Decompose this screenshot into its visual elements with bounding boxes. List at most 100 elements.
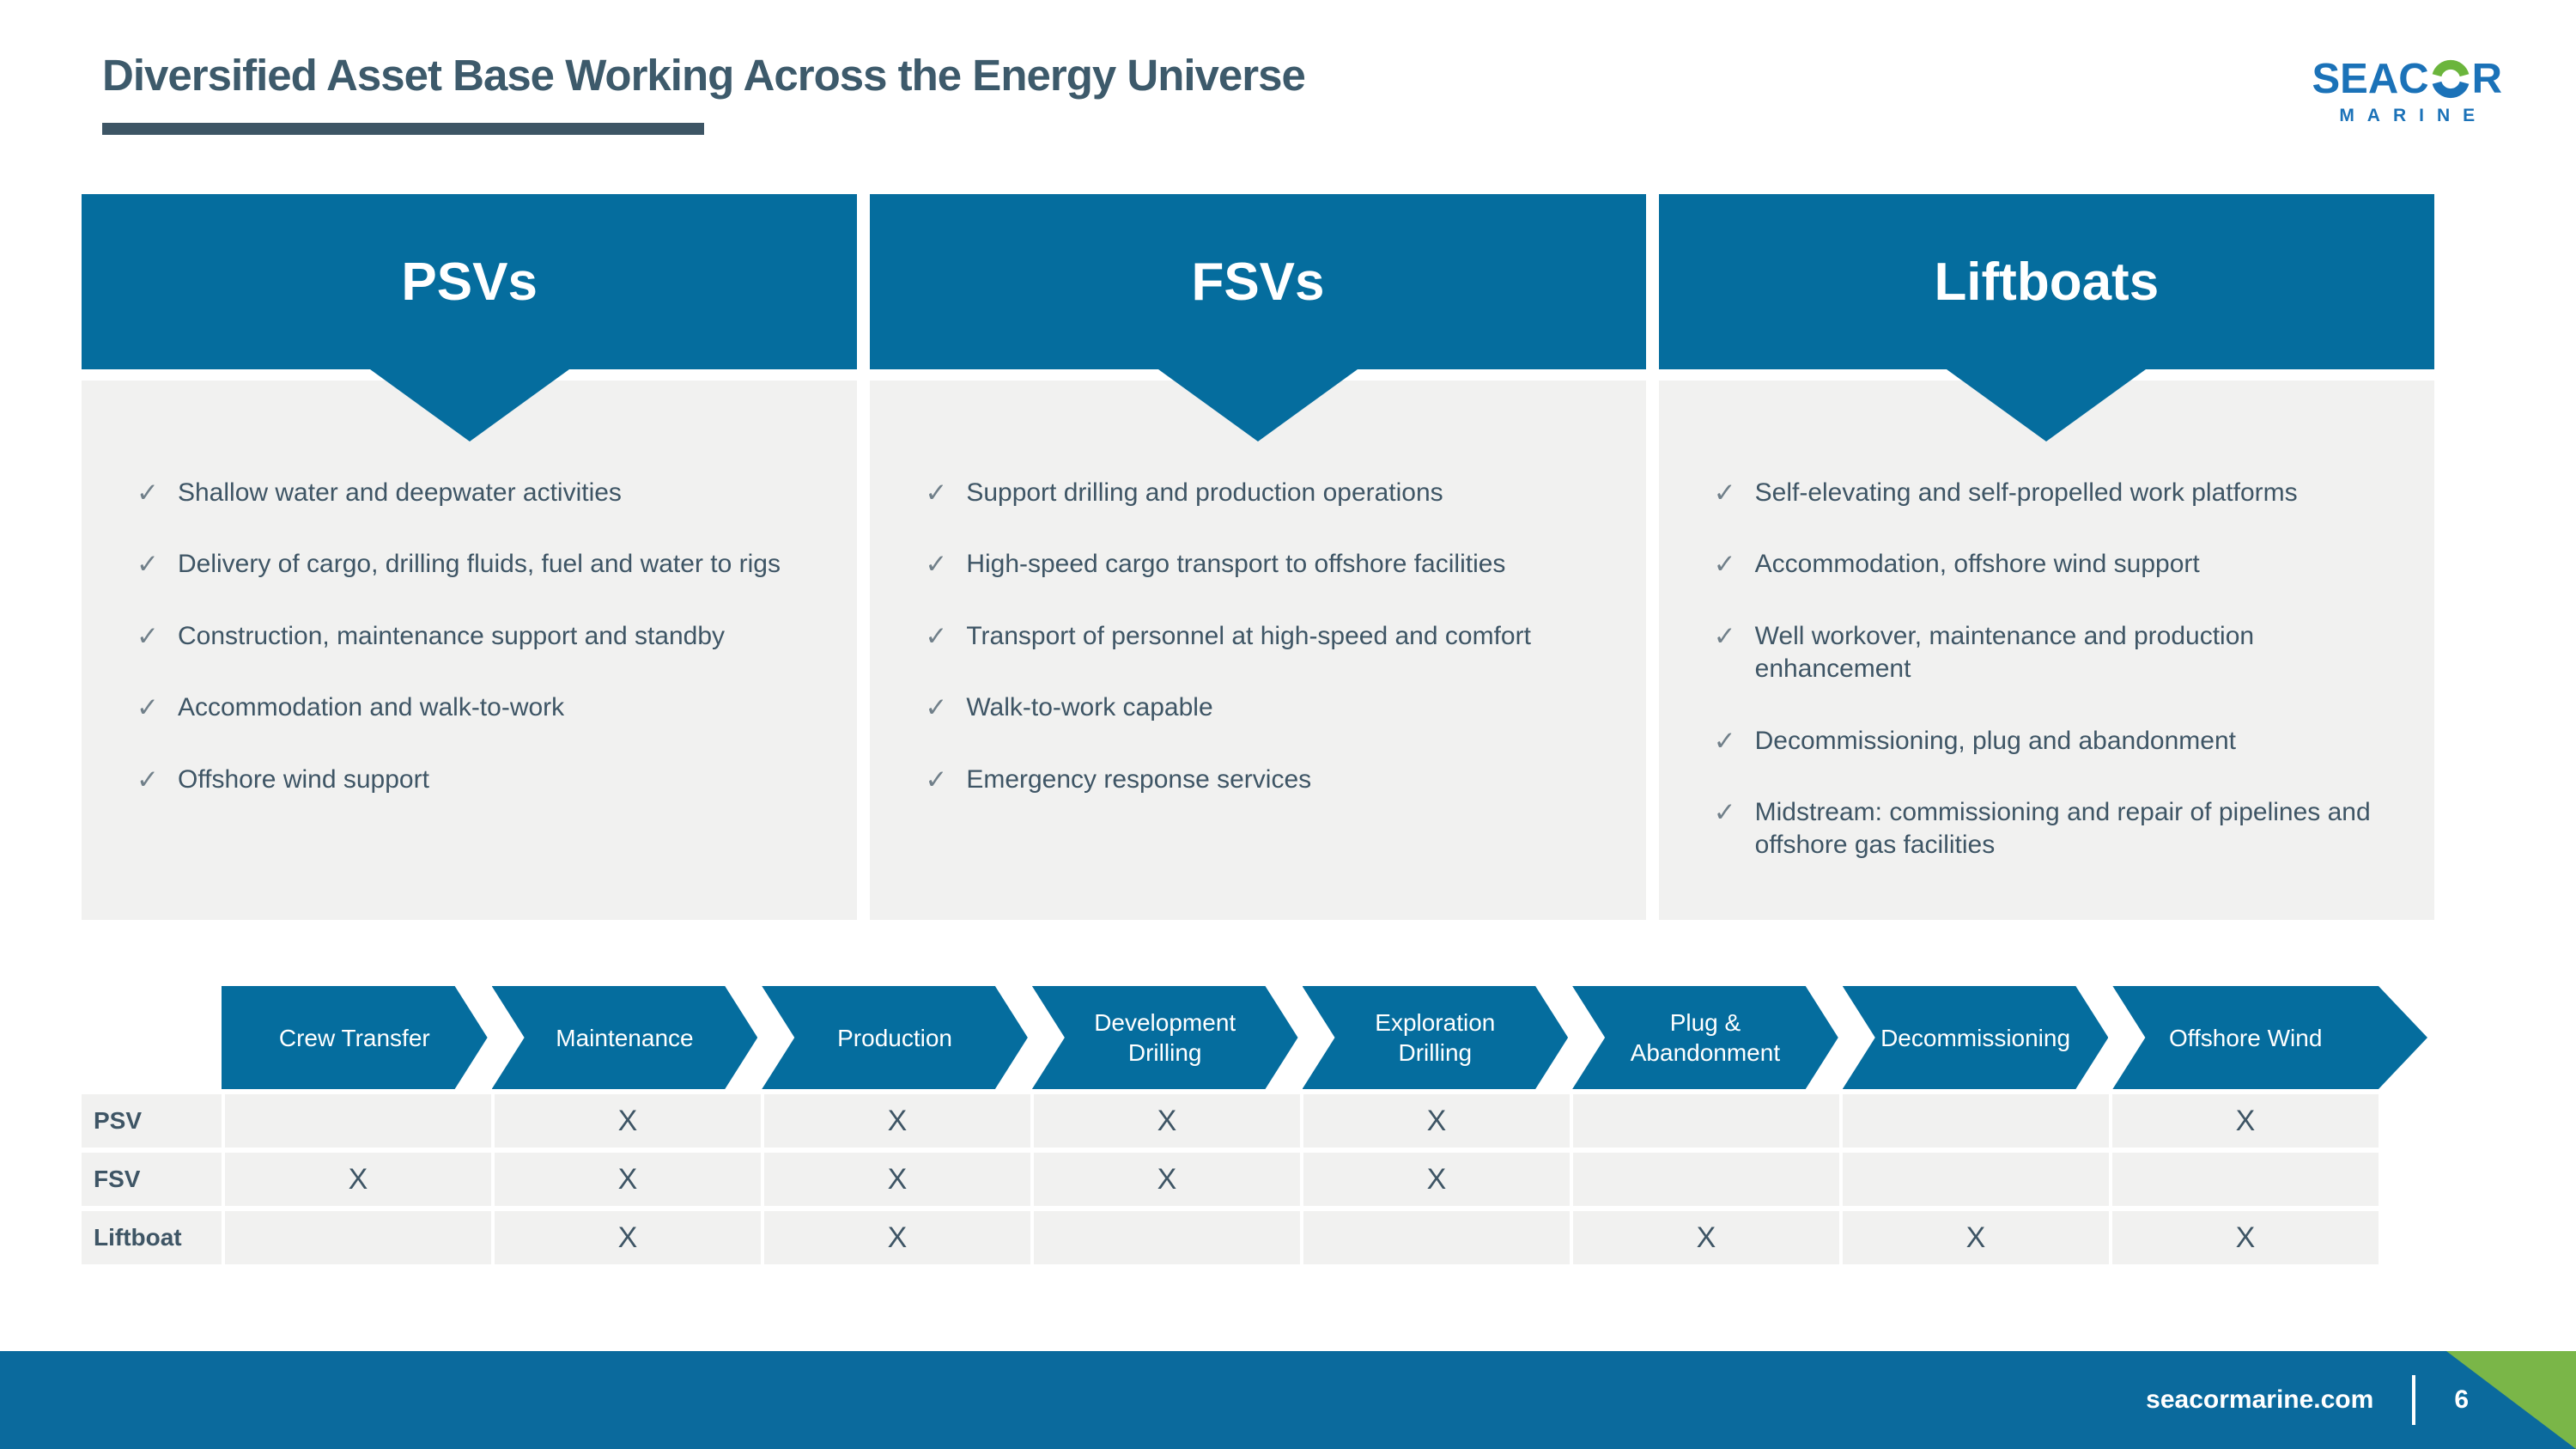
logo-text-left: SEAC (2312, 56, 2429, 102)
footer-divider (2412, 1375, 2416, 1425)
bullet-item: ✓ Transport of personnel at high-speed an… (925, 620, 1609, 653)
matrix-cell: X (491, 1211, 761, 1264)
panel-psvs: PSVs ✓ Shallow water and deepwater activi… (82, 194, 858, 920)
panel-header-liftboats: Liftboats (1658, 194, 2434, 369)
matrix-cell (1300, 1211, 1570, 1264)
matrix-cell (1839, 1153, 2109, 1206)
chevron-exploration-drilling: Exploration Drilling (1303, 986, 1569, 1089)
bullet-item: ✓Walk-to-work capable (925, 691, 1609, 724)
matrix-cell (2109, 1153, 2379, 1206)
bullet-text: Transport of personnel at high-speed and… (966, 621, 1531, 650)
matrix-cell (1570, 1094, 1839, 1148)
logo-text-right: R (2471, 56, 2502, 102)
bullet-text: Shallow water and deepwater activities (177, 478, 622, 507)
chevron-offshore-wind: Offshore Wind (2112, 986, 2379, 1089)
bullet-item: ✓ High-speed cargo transport to offshore … (925, 548, 1609, 581)
panel-header-psvs: PSVs (82, 194, 858, 369)
check-icon: ✓ (925, 620, 948, 651)
matrix-cell (1839, 1094, 2109, 1148)
bullet-item: ✓Well workover, maintenance and producti… (1714, 620, 2398, 686)
check-icon: ✓ (925, 549, 948, 580)
matrix-cell: X (1570, 1211, 1839, 1264)
chevron-development-drilling: Development Drilling (1032, 986, 1298, 1089)
bullet-item: ✓ Construction, maintenance support and s… (137, 620, 821, 653)
page-number: 6 (2454, 1385, 2469, 1414)
matrix-cell (1030, 1211, 1300, 1264)
pointer-down-icon (1157, 369, 1358, 441)
panel-liftboats: Liftboats ✓ Self-elevating and self-prope… (1658, 194, 2434, 920)
chevron-plug-abandonment: Plug & Abandonment (1572, 986, 1838, 1089)
bullet-item: ✓Midstream: commissioning and repair of … (1714, 796, 2398, 862)
bullet-item: ✓ Accommodation, offshore wind support (1714, 548, 2398, 581)
check-icon: ✓ (925, 764, 948, 795)
row-label: FSV (82, 1153, 222, 1206)
panel-body-liftboats: ✓ Self-elevating and self-propelled work … (1658, 381, 2434, 920)
chevron-maintenance: Maintenance (492, 986, 758, 1089)
matrix-cell: X (2109, 1094, 2379, 1148)
check-icon: ✓ (1713, 549, 1736, 580)
bullet-text: Decommissioning, plug and abandonment (1754, 726, 2236, 755)
check-icon: ✓ (137, 549, 159, 580)
bullet-text: Emergency response services (966, 764, 1312, 794)
bullet-text: Support drilling and production operatio… (966, 478, 1443, 507)
matrix-cell (222, 1094, 491, 1148)
bullet-list: ✓ Support drilling and production operati… (925, 477, 1609, 796)
matrix-cell: X (1030, 1094, 1300, 1148)
check-icon: ✓ (137, 620, 159, 651)
bullet-item: ✓ Self-elevating and self-propelled work … (1714, 477, 2398, 509)
matrix-cell: X (491, 1094, 761, 1148)
check-icon: ✓ (925, 692, 948, 723)
bullet-list: ✓ Self-elevating and self-propelled work … (1714, 477, 2398, 862)
bullet-item: ✓Delivery of cargo, drilling fluids, fue… (137, 548, 821, 581)
bullet-text: High-speed cargo transport to offshore f… (966, 550, 1506, 579)
bullet-item: ✓ Offshore wind support (137, 764, 821, 796)
matrix-cell: X (1030, 1153, 1300, 1206)
matrix-cell (1570, 1153, 1839, 1206)
matrix-cell: X (491, 1153, 761, 1206)
matrix-cell: X (1300, 1153, 1570, 1206)
matrix-cell: X (761, 1211, 1030, 1264)
chevron-crew-transfer: Crew Transfer (222, 986, 488, 1089)
check-icon: ✓ (137, 478, 159, 508)
matrix-cell: X (1300, 1094, 1570, 1148)
panel-body-psvs: ✓ Shallow water and deepwater activities ✓… (82, 381, 858, 920)
check-icon: ✓ (137, 692, 159, 723)
matrix-cell: X (1839, 1211, 2109, 1264)
bullet-text: Accommodation, offshore wind support (1754, 550, 2200, 579)
matrix-cell: X (761, 1094, 1030, 1148)
panel-body-fsvs: ✓ Support drilling and production operati… (870, 381, 1646, 920)
chevron-production: Production (762, 986, 1028, 1089)
matrix-cell: X (222, 1153, 491, 1206)
matrix-cell: X (2109, 1211, 2379, 1264)
bullet-item: ✓Decommissioning, plug and abandonment (1714, 725, 2398, 758)
bullet-text: Accommodation and walk-to-work (177, 693, 565, 722)
check-icon: ✓ (137, 764, 159, 795)
footer-website: seacormarine.com (2146, 1385, 2374, 1414)
title-underline (102, 123, 704, 135)
arrow-tip-icon (2379, 986, 2427, 1089)
row-label: PSV (82, 1094, 222, 1148)
logo-subtext: MARINE (2339, 106, 2488, 125)
bullet-text: Offshore wind support (177, 764, 429, 794)
bullet-list: ✓ Shallow water and deepwater activities ✓… (137, 477, 821, 796)
bullet-item: ✓ Emergency response services (925, 764, 1609, 796)
matrix-cell (222, 1211, 491, 1264)
page-title: Diversified Asset Base Working Across th… (102, 51, 1306, 100)
logo-wordmark: SEAC R (2312, 55, 2502, 103)
bullet-text: Construction, maintenance support and st… (177, 621, 726, 650)
bullet-text: Self-elevating and self-propelled work p… (1754, 478, 2298, 507)
seacor-marine-logo: SEAC R MARINE (2312, 55, 2502, 126)
bullet-item: ✓ Accommodation and walk-to-work (137, 691, 821, 724)
check-icon: ✓ (1713, 478, 1736, 508)
seacor-ring-icon (2432, 59, 2469, 99)
bullet-item: ✓Support drilling and production operati… (925, 477, 1609, 509)
footer-bar: seacormarine.com 6 (0, 1351, 2576, 1449)
pointer-down-icon (1947, 369, 2147, 441)
